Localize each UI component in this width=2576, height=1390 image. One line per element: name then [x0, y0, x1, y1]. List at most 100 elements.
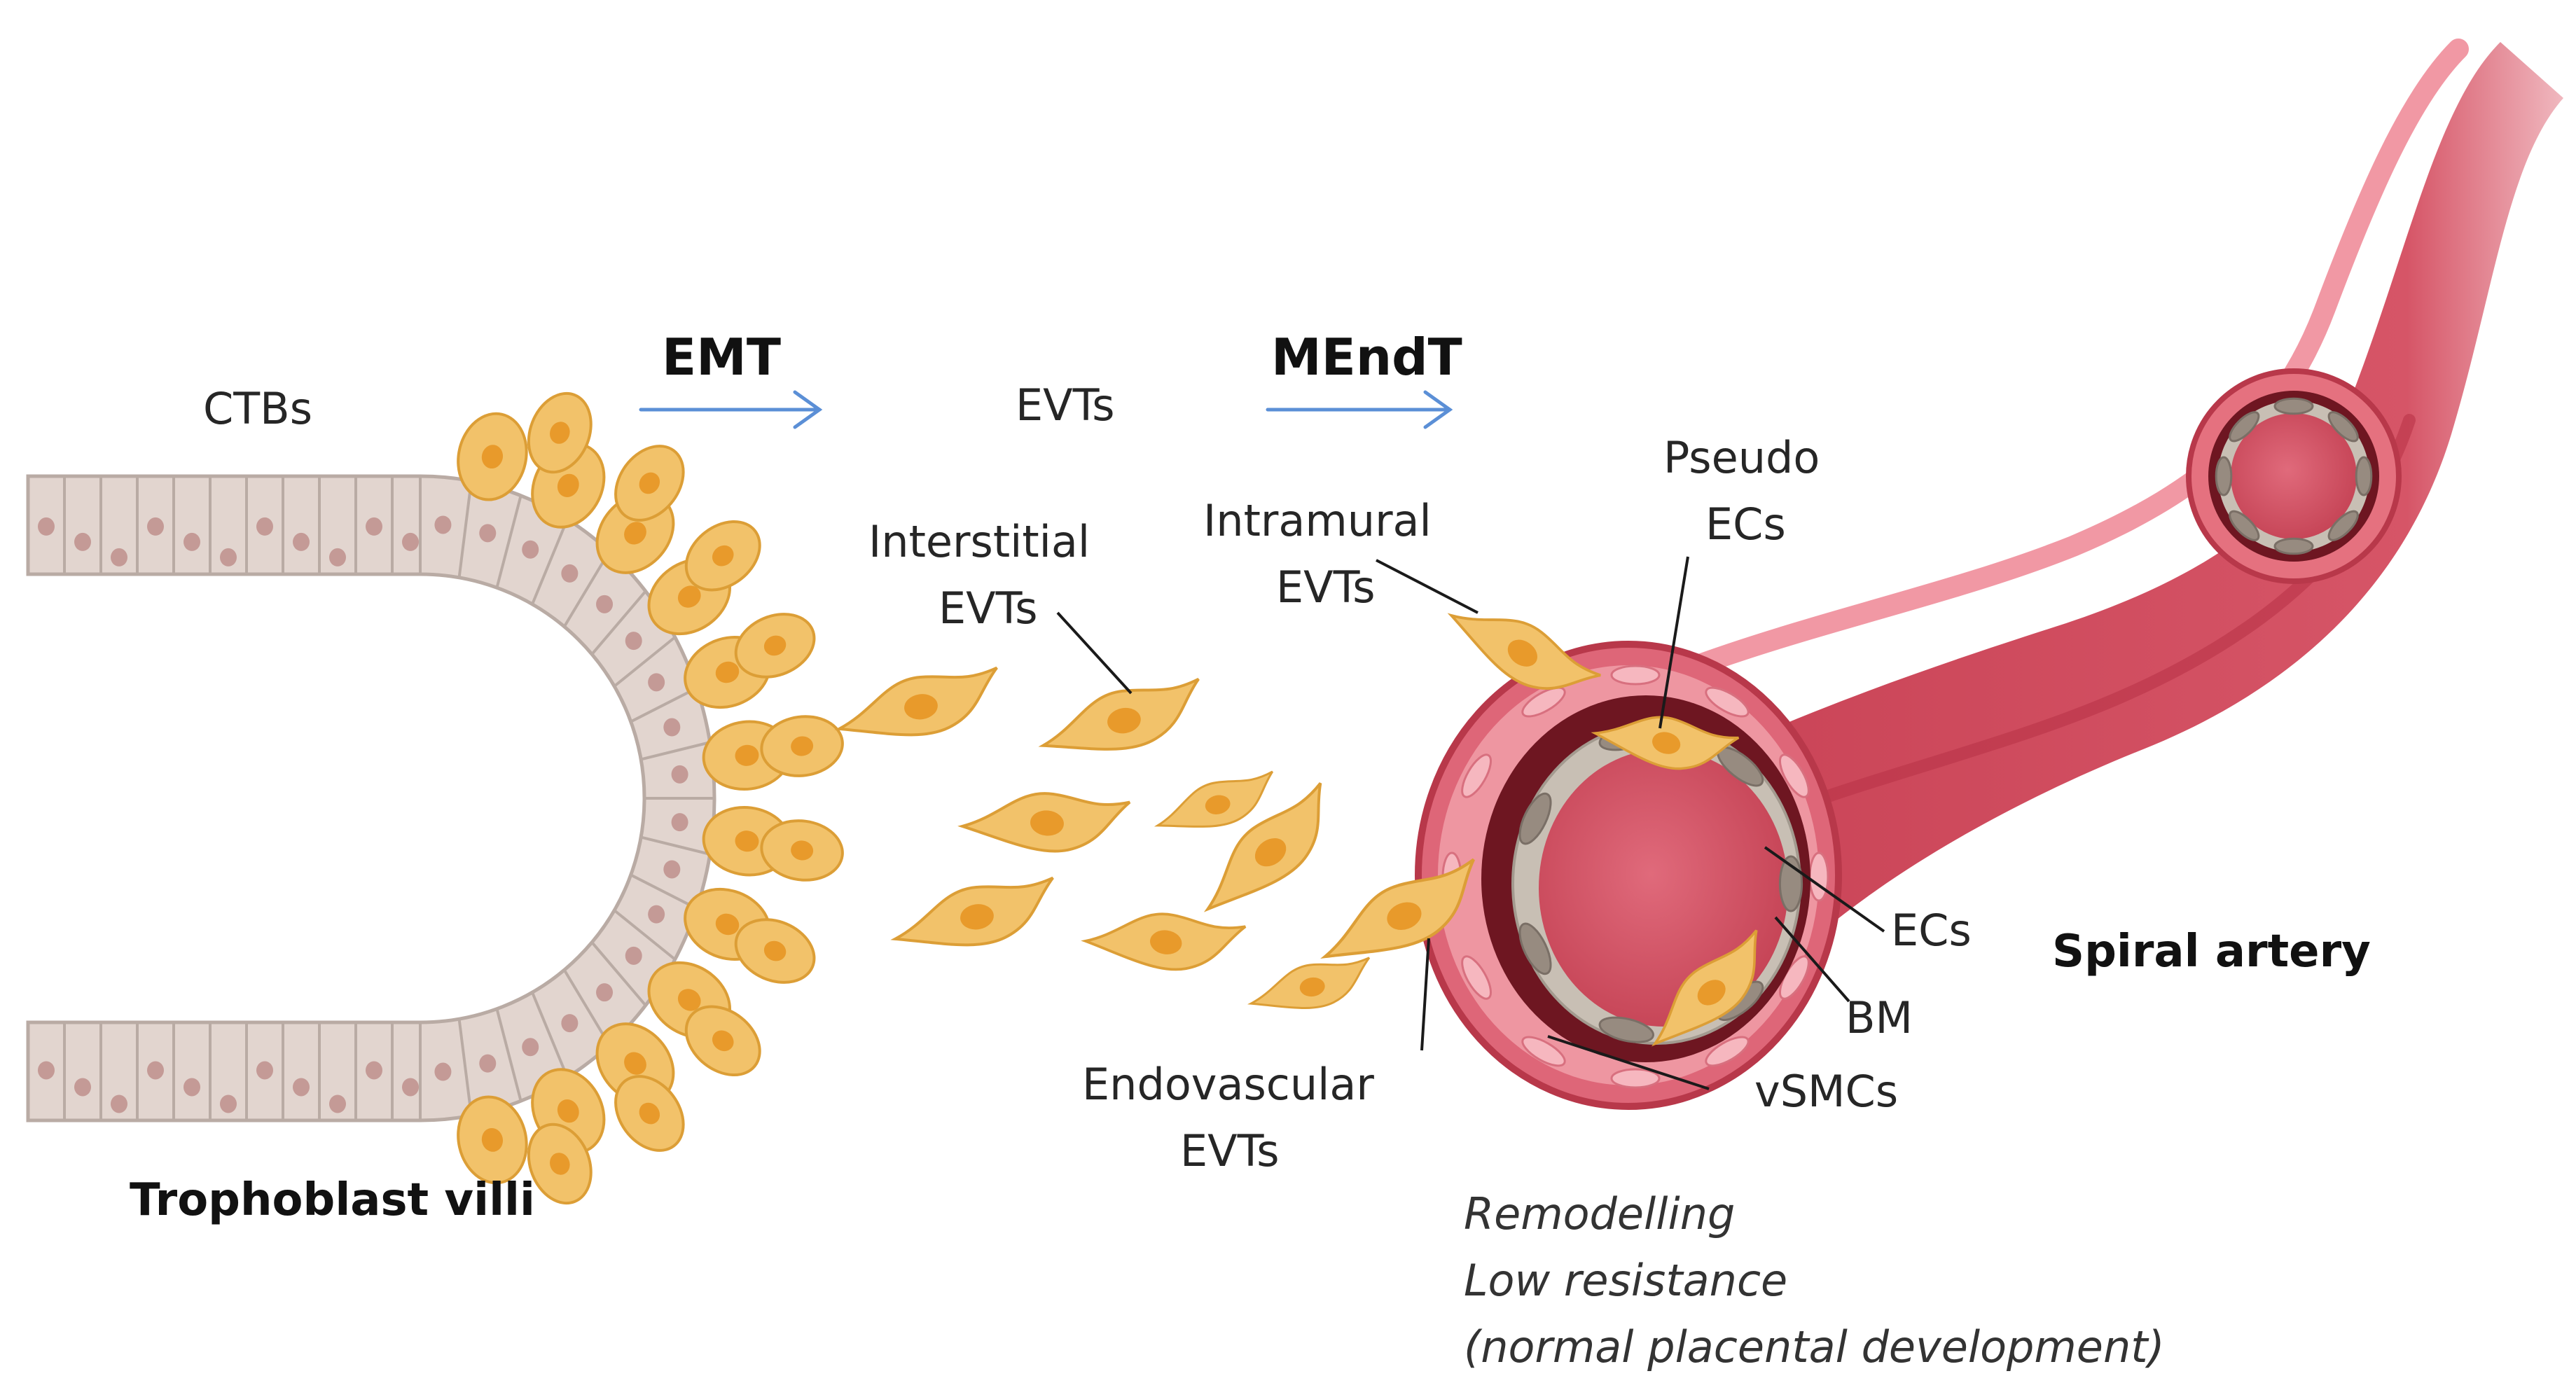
evt-nucleus	[1507, 639, 1537, 667]
villi-epithelium	[26, 474, 716, 1123]
ctb-nucleus	[183, 532, 200, 551]
endothelial-cell	[2327, 411, 2359, 443]
tip-evt-cell	[760, 715, 844, 777]
ctb-nucleus	[561, 564, 579, 583]
ctb-nucleus	[147, 1061, 164, 1080]
tip-evt-cell	[457, 412, 528, 501]
ctb-nucleus	[147, 517, 164, 536]
ctb-nucleus	[293, 532, 310, 551]
evt-cell	[1038, 677, 1200, 751]
ctb-nucleus	[663, 718, 681, 737]
vsmc-cell	[1779, 753, 1810, 798]
tip-evt-nucleus	[715, 913, 740, 936]
ctb-cell-border	[640, 835, 711, 856]
tip-evt-nucleus	[639, 1102, 660, 1125]
leader-vsmcs	[1547, 1035, 1710, 1090]
leader-lines	[1056, 556, 1885, 1090]
endothelial-cell	[2229, 411, 2260, 443]
label-intramural: Intramural	[1203, 495, 1432, 546]
ctb-nucleus	[596, 983, 614, 1002]
ctb-nucleus	[366, 517, 382, 536]
tip-evt-cell	[684, 1005, 761, 1077]
ctb-cell-border	[630, 873, 698, 910]
ctb-nucleus	[293, 1078, 310, 1097]
tip-evt-nucleus	[763, 635, 787, 656]
tip-evt-nucleus	[677, 989, 701, 1011]
tip-evt-nucleus	[677, 585, 701, 608]
ctb-cell-border	[495, 1008, 522, 1101]
distal-cross-section	[2186, 368, 2402, 584]
tip-evt-cell	[527, 391, 593, 474]
tip-evt-cell	[684, 520, 761, 592]
tip-evt-cell	[760, 819, 844, 882]
ctb-nucleus	[625, 946, 642, 965]
vsmc-cell	[1521, 686, 1566, 718]
label-interstitial: Interstitial	[868, 516, 1090, 567]
ctb-nucleus	[329, 1094, 346, 1113]
ctb-nucleus	[74, 532, 91, 551]
endothelial-cell	[2327, 510, 2359, 541]
ctb-nuclei	[38, 515, 688, 1113]
evt-nucleus	[1107, 707, 1141, 734]
ctb-nucleus	[183, 1078, 200, 1097]
ctb-nucleus	[479, 1054, 497, 1073]
vsmc-cell	[1610, 1068, 1661, 1089]
evt-cell	[957, 792, 1131, 853]
ctb-cell-border	[457, 480, 473, 578]
vsmc-cell	[1705, 686, 1750, 718]
label-spiral-artery: Spiral artery	[2052, 926, 2371, 978]
evt-nucleus	[1254, 838, 1287, 867]
label-mendt: MEndT	[1271, 328, 1462, 387]
tip-evt-cell	[734, 613, 816, 679]
ctb-cell-border	[630, 686, 698, 723]
label-remodelling: Remodelling	[1464, 1188, 1735, 1239]
ctb-cell-border	[531, 518, 569, 605]
trophoblast-villi	[26, 474, 716, 1123]
ctb-nucleus	[329, 548, 346, 567]
leader-ecs	[1764, 846, 1885, 933]
tip-evt-nucleus	[712, 545, 734, 567]
label-endovascular: Endovascular	[1082, 1059, 1374, 1110]
tip-evt-nucleus	[550, 1153, 570, 1175]
endothelial-cell	[2273, 537, 2314, 555]
tip-evt-nucleus	[557, 1099, 579, 1123]
ctb-cell-border	[562, 969, 611, 1046]
ctb-nucleus	[596, 595, 614, 613]
mendt-arrow	[1266, 390, 1453, 429]
ctb-nucleus	[671, 765, 688, 784]
proximal-cross-section	[1415, 641, 1842, 1110]
leader-bm	[1774, 916, 1850, 1003]
ctb-nucleus	[256, 517, 273, 536]
tip-evt-nucleus	[557, 473, 579, 497]
tip-evt-nucleus	[712, 1030, 734, 1052]
ctb-nucleus	[434, 515, 452, 534]
ctb-cell-border	[531, 992, 569, 1078]
ctb-nucleus	[74, 1078, 91, 1097]
ctb-nucleus	[38, 517, 55, 536]
label-interstitial-evts: EVTs	[939, 583, 1038, 634]
leader-pseudo-ecs	[1659, 556, 1689, 729]
label-emt: EMT	[662, 328, 781, 387]
ctb-nucleus	[479, 524, 497, 543]
ctb-nucleus	[671, 813, 688, 832]
ctb-nucleus	[402, 1078, 419, 1097]
ctb-cell-border	[562, 550, 611, 627]
ctb-nucleus	[561, 1014, 579, 1033]
endothelial-cell	[1598, 1016, 1654, 1043]
tip-evt-cell	[457, 1095, 528, 1185]
label-vsmcs: vSMCs	[1754, 1066, 1898, 1117]
evt-nucleus	[904, 694, 938, 720]
ctb-cell-border	[457, 1018, 473, 1116]
label-pseudo: Pseudo	[1663, 432, 1820, 483]
tip-evt-nucleus	[481, 445, 504, 469]
tip-evt-nucleus	[735, 744, 759, 766]
tip-evt-cell	[614, 1075, 685, 1152]
evt-cell	[1154, 770, 1274, 828]
endothelial-cell	[1518, 792, 1552, 845]
tip-evt-nucleus	[735, 830, 759, 852]
ctb-cell-border	[590, 590, 647, 655]
evt-nucleus	[1387, 902, 1422, 930]
endothelial-cell	[1518, 922, 1552, 975]
migrating-evts	[834, 666, 1371, 1010]
